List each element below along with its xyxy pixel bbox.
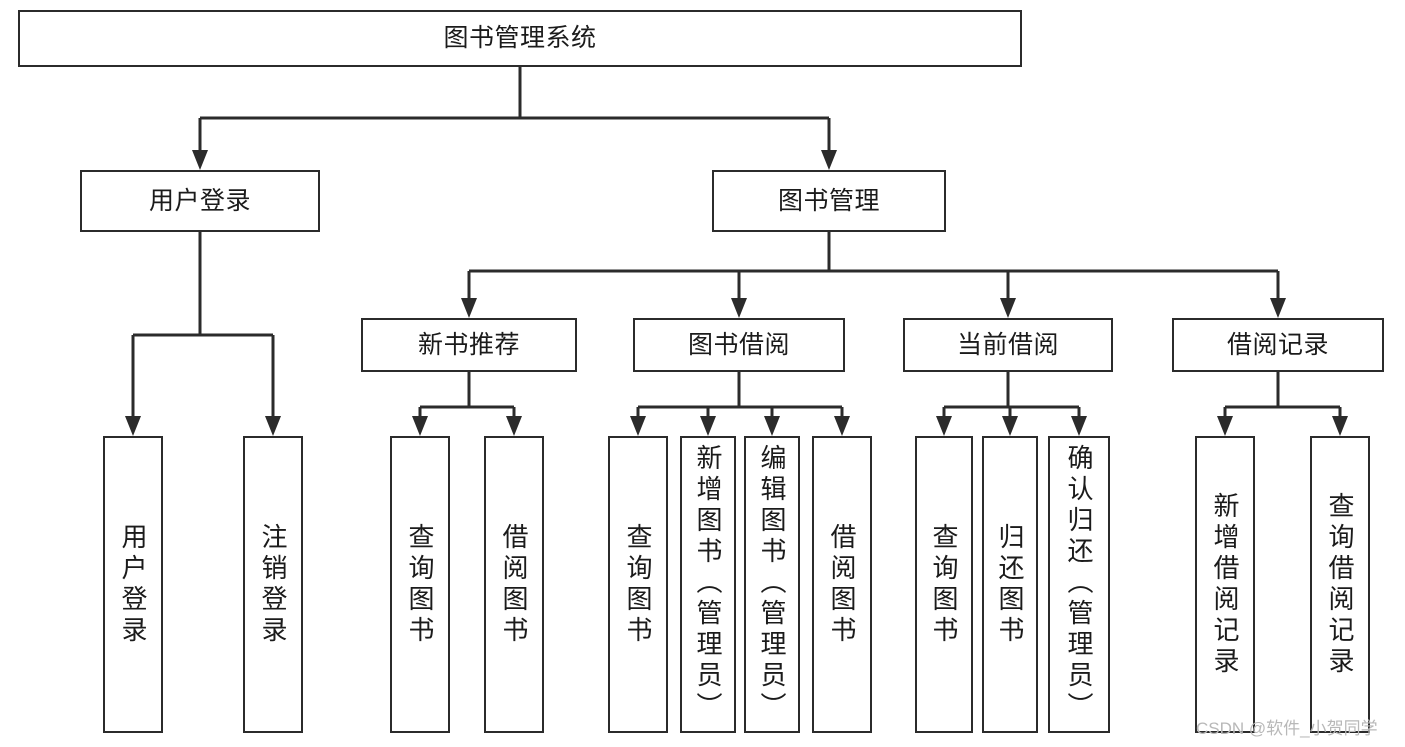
node-new-book-rec[interactable]: 新书推荐	[361, 318, 577, 372]
node-leaf-user-login[interactable]: 用户登录	[103, 436, 163, 733]
node-label-leaf-return-book: 归还图书	[995, 522, 1025, 647]
node-label-leaf-query-borrow-record: 查询借阅记录	[1325, 491, 1355, 678]
node-leaf-add-borrow-record[interactable]: 新增借阅记录	[1195, 436, 1255, 733]
csdn-watermark: CSDN @软件_小贺同学	[1196, 719, 1378, 738]
node-current-borrow[interactable]: 当前借阅	[903, 318, 1113, 372]
node-leaf-return-book[interactable]: 归还图书	[982, 436, 1038, 733]
node-leaf-borrow-book-1[interactable]: 借阅图书	[484, 436, 544, 733]
node-label-leaf-user-login: 用户登录	[118, 522, 148, 647]
node-label-root: 图书管理系统	[443, 24, 597, 52]
node-leaf-edit-book-admin[interactable]: 编辑图书（管理员）	[744, 436, 800, 733]
node-label-leaf-add-book-admin: 新增图书（管理员）	[693, 444, 723, 723]
node-user-login[interactable]: 用户登录	[80, 170, 320, 232]
node-label-leaf-borrow-book-1: 借阅图书	[499, 522, 529, 647]
node-label-leaf-logout: 注销登录	[258, 522, 288, 647]
node-borrow-record[interactable]: 借阅记录	[1172, 318, 1384, 372]
node-label-leaf-query-book-2: 查询图书	[623, 522, 653, 647]
node-book-manage[interactable]: 图书管理	[712, 170, 946, 232]
node-label-leaf-confirm-return-admin: 确认归还（管理员）	[1064, 444, 1094, 723]
node-root[interactable]: 图书管理系统	[18, 10, 1022, 67]
node-label-leaf-add-borrow-record: 新增借阅记录	[1210, 491, 1240, 678]
node-label-leaf-edit-book-admin: 编辑图书（管理员）	[757, 444, 787, 723]
node-leaf-query-borrow-record[interactable]: 查询借阅记录	[1310, 436, 1370, 733]
node-label-leaf-query-book-3: 查询图书	[929, 522, 959, 647]
node-label-new-book-rec: 新书推荐	[417, 330, 520, 359]
node-label-book-manage: 图书管理	[777, 186, 880, 215]
node-leaf-confirm-return-admin[interactable]: 确认归还（管理员）	[1048, 436, 1110, 733]
node-label-borrow-record: 借阅记录	[1226, 330, 1329, 359]
node-book-borrow[interactable]: 图书借阅	[633, 318, 845, 372]
node-label-leaf-borrow-book-2: 借阅图书	[827, 522, 857, 647]
node-leaf-add-book-admin[interactable]: 新增图书（管理员）	[680, 436, 736, 733]
node-label-current-borrow: 当前借阅	[956, 330, 1059, 359]
node-leaf-query-book-1[interactable]: 查询图书	[390, 436, 450, 733]
node-leaf-logout[interactable]: 注销登录	[243, 436, 303, 733]
node-leaf-query-book-2[interactable]: 查询图书	[608, 436, 668, 733]
node-label-book-borrow: 图书借阅	[687, 330, 790, 359]
node-label-user-login: 用户登录	[148, 186, 251, 215]
node-leaf-query-book-3[interactable]: 查询图书	[915, 436, 973, 733]
node-leaf-borrow-book-2[interactable]: 借阅图书	[812, 436, 872, 733]
node-label-leaf-query-book-1: 查询图书	[405, 522, 435, 647]
